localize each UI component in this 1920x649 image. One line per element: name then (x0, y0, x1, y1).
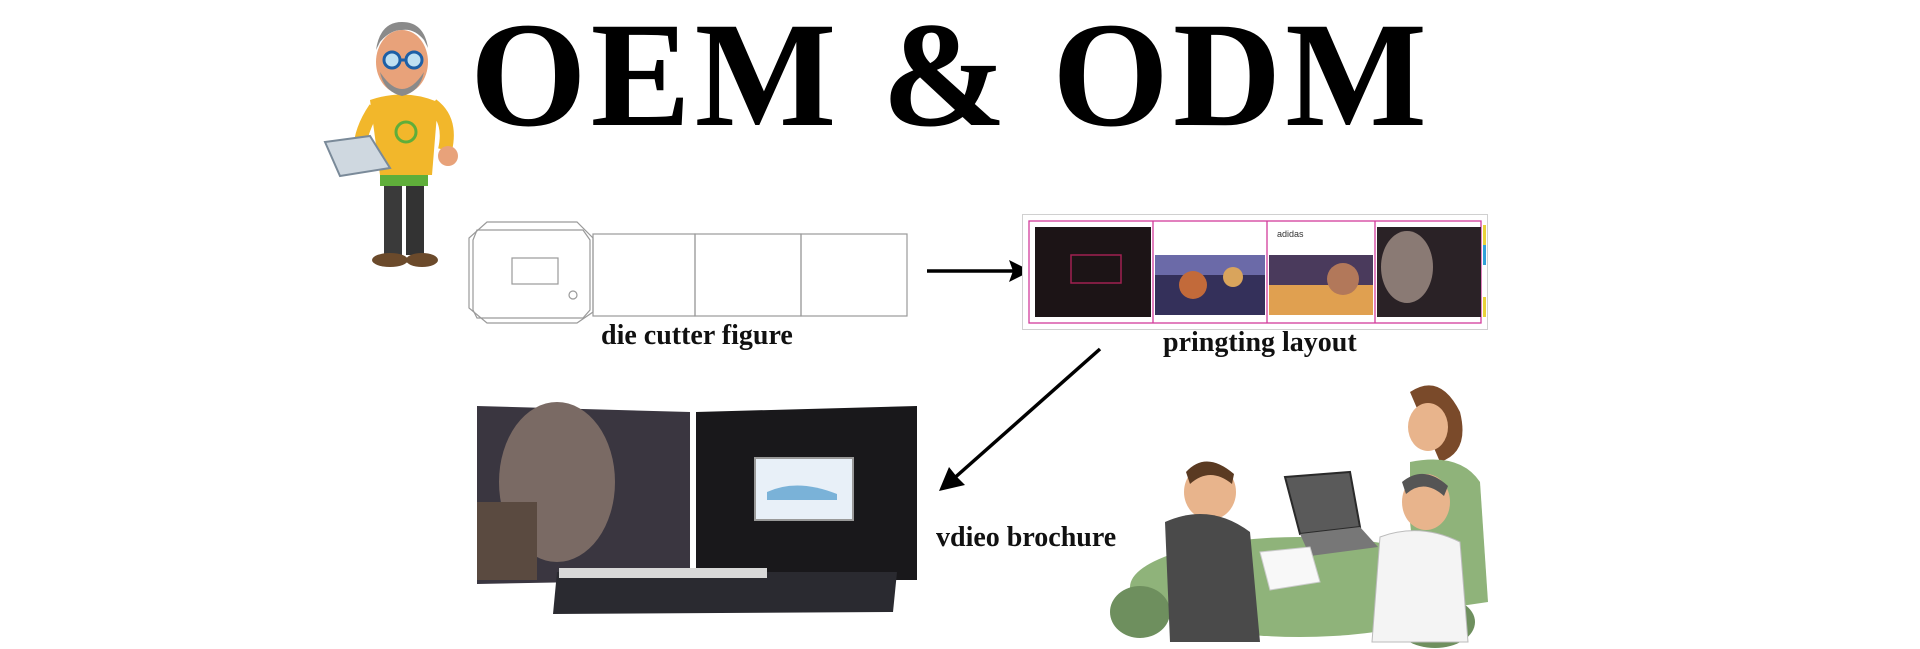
arrow-down-left-icon (939, 347, 1102, 491)
video-brochure-photo (477, 402, 917, 614)
meeting-illustration (1110, 385, 1488, 648)
arrow-right-icon (927, 260, 1031, 282)
die-cutter-figure (468, 221, 908, 324)
printing-layout-image: adidas (1022, 214, 1488, 330)
printing-layout-label: pringting layout (1163, 327, 1357, 358)
printing-layout-artwork (1028, 220, 1486, 324)
mascot-illustration (323, 22, 458, 267)
brand-text: adidas (1277, 229, 1304, 239)
die-cutter-label: die cutter figure (601, 320, 793, 351)
page-title: OEM & ODM (470, 0, 1431, 158)
video-brochure-label: vdieo brochure (936, 522, 1117, 553)
